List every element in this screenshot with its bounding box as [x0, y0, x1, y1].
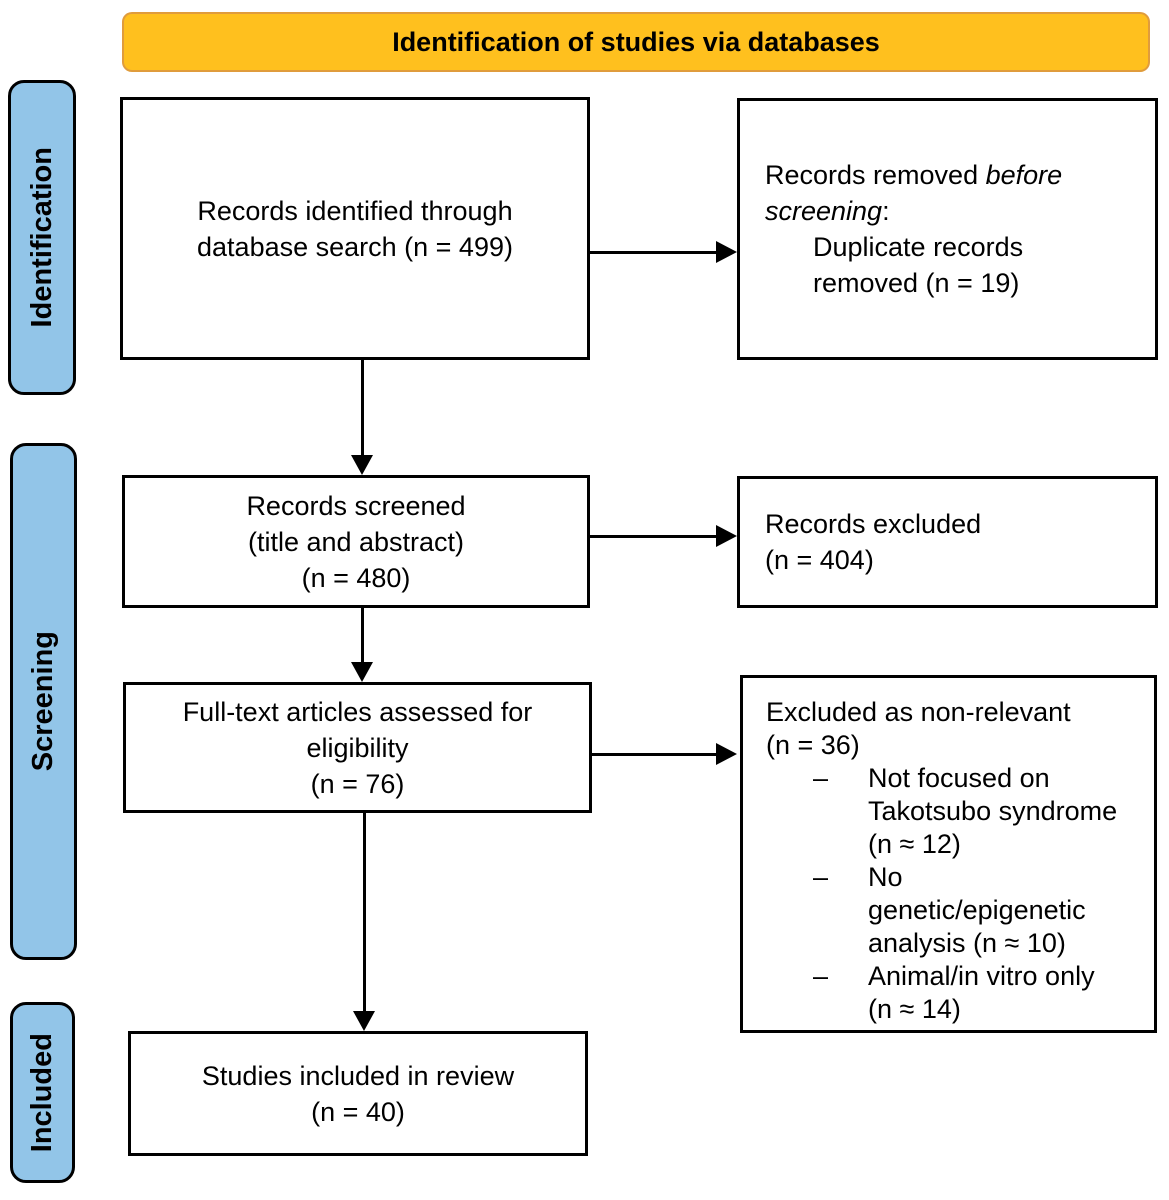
arrow-fulltext-to-nonrelevant-head	[716, 743, 737, 765]
arrow-identified-to-removed-line	[590, 251, 717, 254]
text-line: Animal/in vitro only	[868, 961, 1095, 991]
exclusion-reason-item: – Not focused on Takotsubo syndrome (n ≈…	[813, 762, 1144, 861]
text-line: (n = 40)	[311, 1096, 405, 1127]
arrow-identified-to-screened-head	[351, 455, 373, 475]
box-records-screened: Records screened (title and abstract) (n…	[122, 475, 590, 608]
text-line: Records screened	[246, 490, 466, 521]
bullet-dash: –	[813, 862, 829, 892]
box-studies-included-content: Studies included in review (n = 40)	[131, 1034, 585, 1153]
arrow-fulltext-to-included-line	[363, 813, 366, 1012]
stage-label-screening: Screening	[27, 631, 59, 772]
text-line: Records removed before screening:	[765, 157, 1143, 229]
bullet-text: Not focused on Takotsubo syndrome (n ≈ 1…	[868, 762, 1117, 861]
exclusion-reason-item: – Animal/in vitro only (n ≈ 14)	[813, 960, 1144, 1026]
arrow-fulltext-to-nonrelevant-line	[592, 753, 717, 756]
arrow-identified-to-removed-head	[716, 241, 737, 263]
text-line: No	[868, 862, 903, 892]
text-line: Studies included in review	[201, 1060, 515, 1091]
box-records-screened-content: Records screened (title and abstract) (n…	[125, 478, 587, 605]
text-line: analysis (n ≈ 10)	[868, 928, 1066, 958]
text-line: Excluded as non-relevant	[766, 697, 1071, 727]
text-line: eligibility	[306, 732, 409, 763]
exclusion-reason-item: – No genetic/epigenetic analysis (n ≈ 10…	[813, 861, 1144, 960]
stage-label-included: Included	[26, 1032, 58, 1153]
box-studies-included: Studies included in review (n = 40)	[128, 1031, 588, 1156]
text-segment-italic: before screening	[765, 160, 1063, 226]
text-line: Records identified through	[197, 195, 513, 226]
stage-pill-included: Included	[10, 1002, 75, 1183]
text-line: Full-text articles assessed for	[182, 696, 533, 727]
arrow-screened-to-fulltext-line	[361, 608, 364, 663]
box-excluded-nonrelevant-content: Excluded as non-relevant (n = 36) – Not …	[743, 678, 1154, 1036]
text-segment: :	[882, 196, 890, 226]
header-title: Identification of studies via databases	[392, 26, 880, 57]
arrow-fulltext-to-included-head	[353, 1011, 375, 1031]
box-fulltext-assessed: Full-text articles assessed for eligibil…	[123, 682, 592, 813]
text-line: (n = 404)	[765, 545, 874, 575]
text-line: Duplicate records	[813, 232, 1024, 262]
box-fulltext-assessed-content: Full-text articles assessed for eligibil…	[126, 685, 589, 810]
bullet-dash: –	[813, 961, 829, 991]
arrow-screened-to-excluded-line	[590, 535, 717, 538]
box-records-identified-content: Records identified through database sear…	[123, 100, 587, 357]
text-line: database search (n = 499)	[197, 231, 513, 262]
stage-label-identification: Identification	[25, 147, 58, 328]
text-line: (n = 76)	[310, 768, 405, 799]
bullet-dash: –	[813, 763, 829, 793]
text-line: (n ≈ 14)	[868, 994, 961, 1024]
text-line: (n = 480)	[301, 562, 411, 593]
header-banner: Identification of studies via databases	[122, 12, 1150, 72]
arrow-screened-to-excluded-head	[716, 525, 737, 547]
box-records-removed-content: Records removed before screening: Duplic…	[740, 101, 1155, 357]
stage-pill-screening: Screening	[10, 443, 77, 960]
text-line: Takotsubo syndrome	[868, 796, 1118, 826]
box-records-identified: Records identified through database sear…	[120, 97, 590, 360]
box-records-removed: Records removed before screening: Duplic…	[737, 98, 1158, 360]
box-excluded-nonrelevant: Excluded as non-relevant (n = 36) – Not …	[740, 675, 1157, 1033]
arrow-screened-to-fulltext-head	[351, 662, 373, 682]
box-records-excluded-content: Records excluded (n = 404)	[740, 479, 1155, 605]
bullet-text: No genetic/epigenetic analysis (n ≈ 10)	[868, 861, 1086, 960]
stage-pill-identification: Identification	[8, 80, 76, 395]
text-line: Records excluded	[765, 509, 982, 539]
box-records-excluded: Records excluded (n = 404)	[737, 476, 1158, 608]
arrow-identified-to-screened-line	[361, 360, 364, 456]
text-line: (title and abstract)	[247, 526, 465, 557]
text-line: (n ≈ 12)	[868, 829, 961, 859]
text-line: Not focused on	[868, 763, 1050, 793]
text-line: (n = 36)	[766, 730, 860, 760]
text-segment: Records removed	[765, 160, 986, 190]
text-line: removed (n = 19)	[813, 268, 1020, 298]
bullet-text: Animal/in vitro only (n ≈ 14)	[868, 960, 1095, 1026]
text-line: genetic/epigenetic	[868, 895, 1086, 925]
